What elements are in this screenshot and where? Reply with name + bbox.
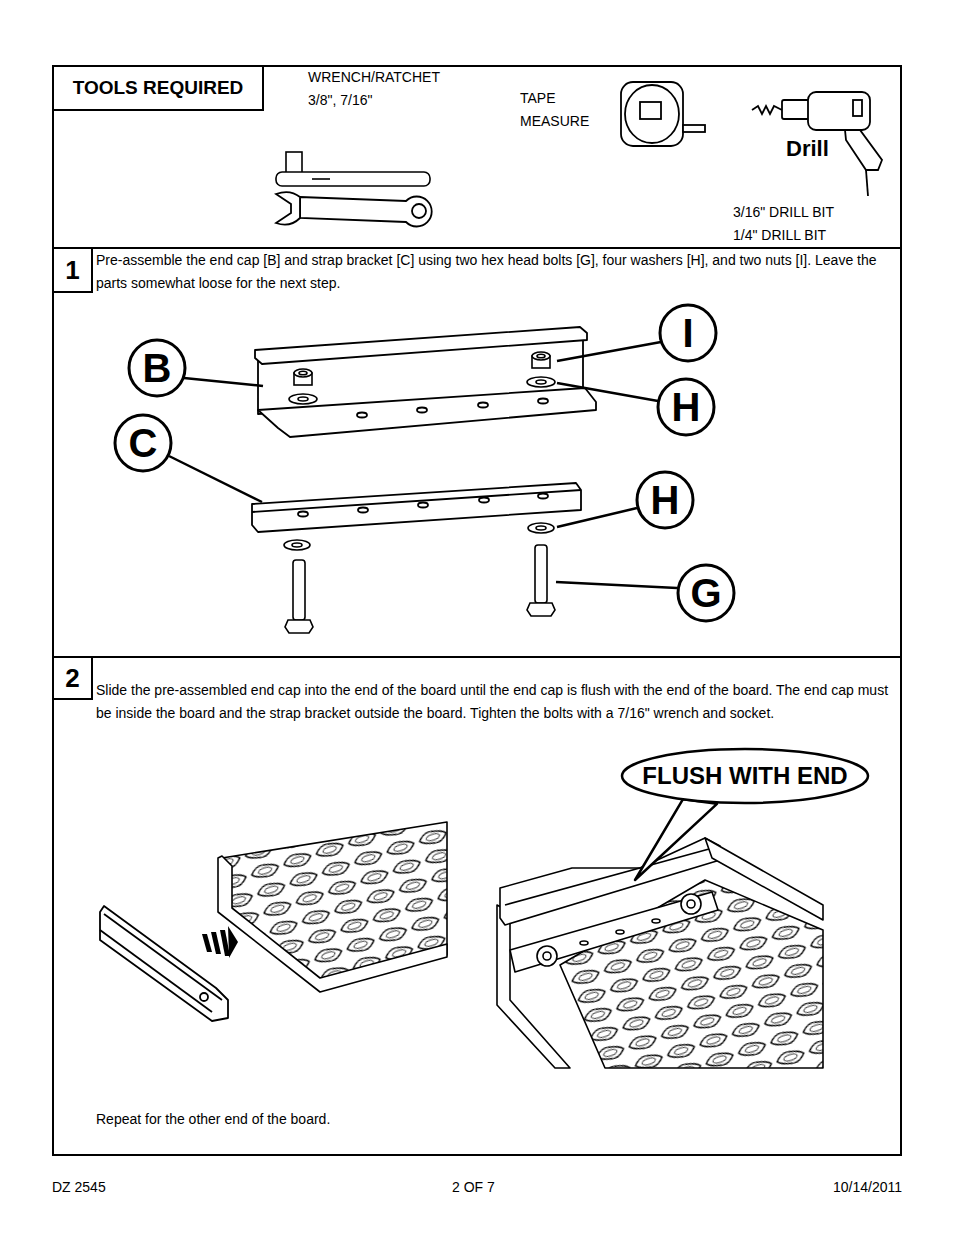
wrench-icon [276, 192, 432, 226]
tools-panel: WRENCH/RATCHET 3/8", 7/16" TAPE MEASURE 3/… [52, 65, 902, 249]
callout-circle: G [676, 563, 736, 623]
strap-bracket-part [252, 483, 581, 532]
callout-letter: B [143, 346, 172, 390]
end-cap-assembly [100, 906, 228, 1021]
section-heading: TOOLS REQUIRED [73, 78, 244, 99]
tool-name: TAPE MEASURE [520, 87, 610, 133]
callout-bubble: FLUSH WITH END [620, 747, 870, 805]
assembled-end [497, 838, 823, 1068]
callout-circle: C [113, 413, 173, 473]
step-number-box: 1 [52, 247, 93, 293]
tool-label: Drill [786, 136, 829, 162]
nut-and-washer [289, 352, 555, 404]
tool-name: WRENCH/RATCHET 3/8", 7/16" [308, 66, 448, 112]
callout-letter: I [682, 311, 693, 355]
grating-board [218, 822, 447, 992]
step-number-box: 2 [52, 656, 93, 700]
callout-letter: H [651, 478, 680, 522]
callout-circle: I [658, 303, 718, 363]
tape-measure-icon [621, 82, 705, 146]
callout-text: FLUSH WITH END [642, 763, 847, 789]
step-number: 2 [65, 664, 79, 693]
step-panel: Pre-assemble the end cap [B] and strap b… [52, 247, 902, 658]
drill-icon [752, 92, 882, 196]
document-number: DZ 2545 [52, 1179, 106, 1195]
callout-letter: H [672, 385, 701, 429]
tools-heading-box: TOOLS REQUIRED [52, 65, 264, 111]
step-panel: Slide the pre-assembled end cap into the… [52, 656, 902, 1156]
callout-circle: B [127, 338, 187, 398]
leader-lines [169, 342, 677, 588]
callout-circle: H [656, 377, 716, 437]
callout-letter: C [129, 421, 158, 465]
instruction-text: Pre-assemble the end cap [B] and strap b… [96, 249, 891, 295]
document-date: 10/14/2011 [833, 1179, 902, 1195]
instruction-text: Slide the pre-assembled end cap into the… [96, 679, 891, 725]
ratchet-icon [276, 152, 430, 186]
bolt-and-washer [284, 523, 555, 633]
step-number: 1 [65, 256, 79, 285]
page-number: 2 OF 7 [452, 1179, 495, 1195]
direction-arrow [202, 926, 238, 958]
end-cap-part [255, 327, 596, 437]
callout-circle: H [635, 470, 695, 530]
callout-letter: G [690, 571, 721, 615]
tool-name: 3/16" DRILL BIT 1/4" DRILL BIT [733, 201, 861, 247]
instruction-text: Repeat for the other end of the board. [96, 1108, 796, 1131]
